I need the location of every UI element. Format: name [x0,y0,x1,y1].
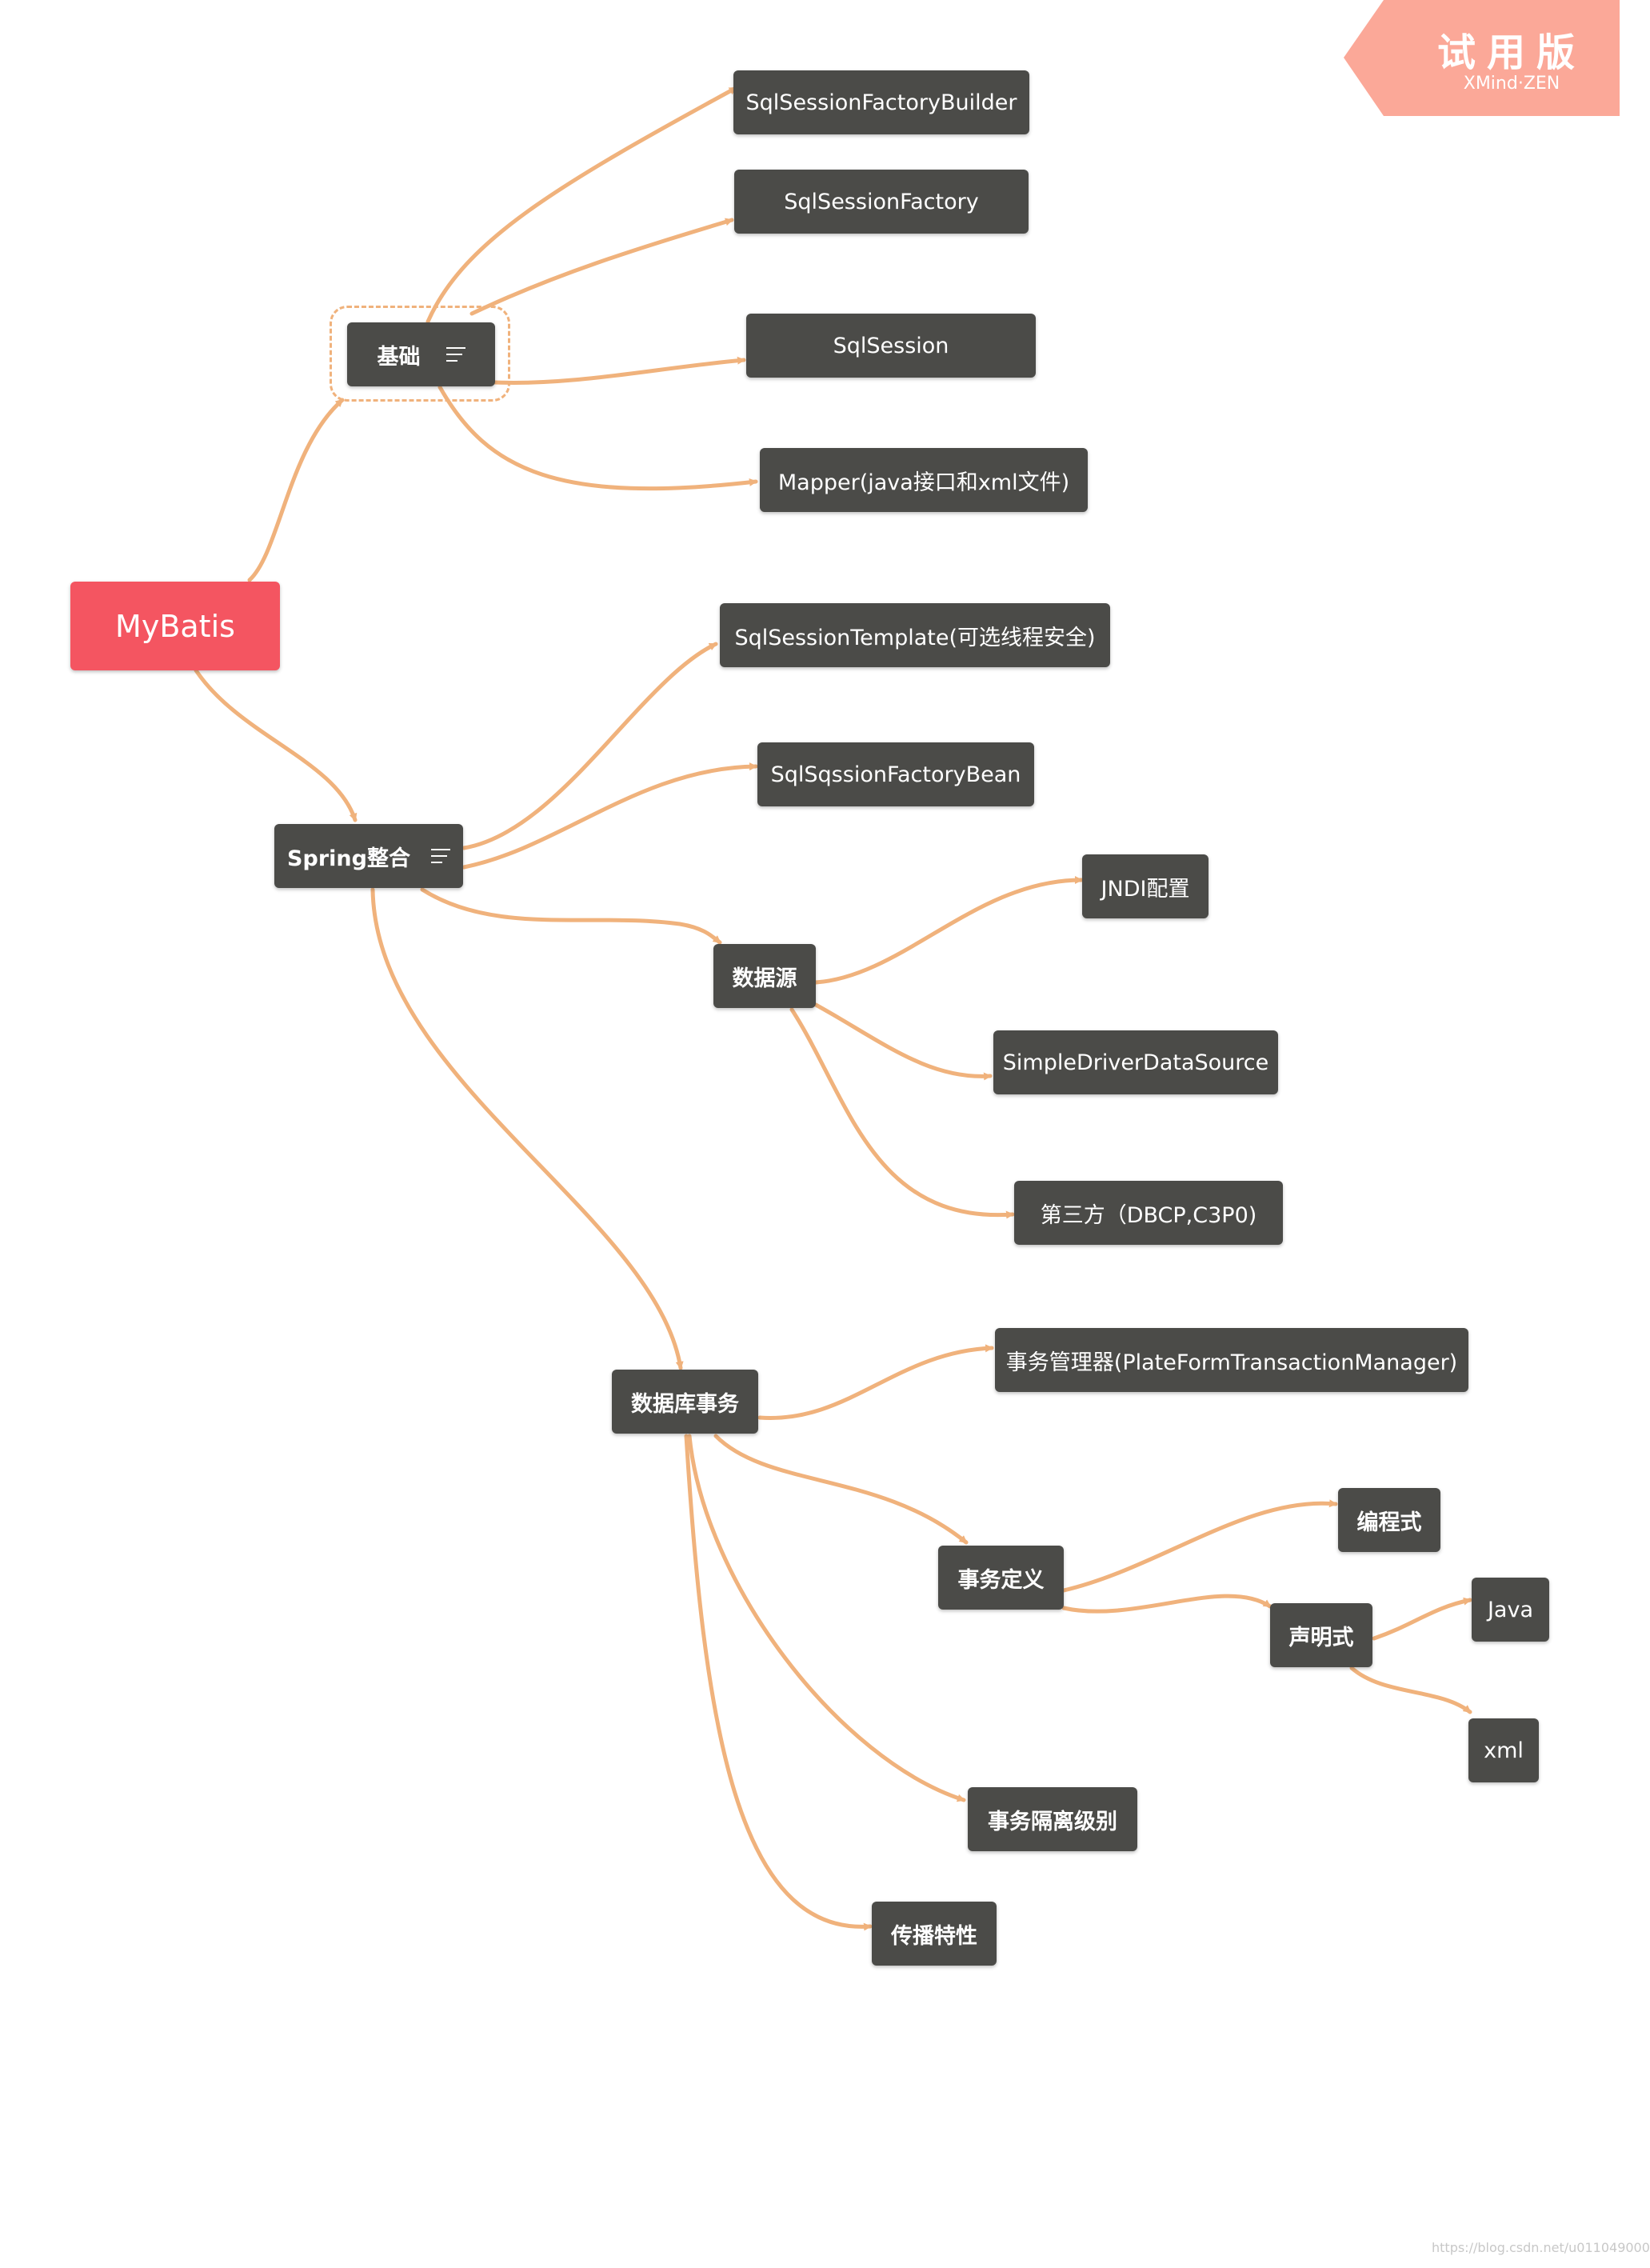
edge-tx-definition [713,1434,969,1545]
topic-label: 数据源 [732,966,797,991]
edge-def-declarative [1061,1594,1272,1614]
topic-label: 第三方（DBCP,C3P0) [1040,1202,1257,1228]
edge-ds-third [789,1007,1015,1219]
topic-sqlsqssionfactorybean[interactable]: SqlSqssionFactoryBean [757,742,1034,806]
topic-simpledriverdatasource[interactable]: SimpleDriverDataSource [993,1030,1278,1094]
topic-label: 事务隔离级别 [988,1809,1117,1834]
edge-spring-factorybean [461,762,758,870]
topic-sqlsessionfactorybuilder[interactable]: SqlSessionFactoryBuilder [733,70,1029,134]
note-icon[interactable] [430,849,450,863]
edge-tx-isolation [687,1434,966,1802]
root-label: MyBatis [115,608,235,644]
topic-isolation-level[interactable]: 事务隔离级别 [968,1787,1137,1851]
selection-outline [330,306,510,402]
edge-decl-xml [1349,1666,1472,1714]
root-topic[interactable]: MyBatis [70,582,280,670]
edge-mybatis-basics [247,398,345,582]
edge-spring-template [461,642,718,850]
edge-basics-session [492,356,746,385]
topic-spring-integration[interactable]: Spring整合 [274,824,463,888]
topic-label: SimpleDriverDataSource [1002,1050,1269,1075]
topic-mapper[interactable]: Mapper(java接口和xml文件) [760,448,1088,512]
topic-basics[interactable]: 基础 [347,322,495,386]
topic-sqlsessiontemplate[interactable]: SqlSessionTemplate(可选线程安全) [720,603,1110,667]
topic-label: SqlSqssionFactoryBean [770,762,1021,787]
topic-basics-label: 基础 [377,344,421,370]
trial-title: 试用版 [1436,30,1586,75]
topic-propagation[interactable]: 传播特性 [872,1902,997,1966]
topic-thirdparty[interactable]: 第三方（DBCP,C3P0) [1014,1181,1283,1245]
source-url: https://blog.csdn.net/u011049000 [1432,2240,1650,2255]
topic-datasource[interactable]: 数据源 [713,944,816,1008]
trial-subtitle: XMind·ZEN [1463,74,1560,94]
edge-decl-java [1372,1597,1472,1641]
edge-basics-factory [469,218,734,316]
topic-label: 编程式 [1356,1510,1422,1535]
topic-label: 传播特性 [891,1923,977,1949]
topic-spring-label: Spring整合 [287,846,410,871]
note-icon[interactable] [445,347,465,362]
trial-badge [1344,0,1620,116]
topic-label: Mapper(java接口和xml文件) [777,470,1070,495]
edge-mybatis-spring [194,668,358,822]
edge-basics-builder [425,86,738,324]
topic-transaction-definition[interactable]: 事务定义 [938,1546,1064,1610]
topic-label: 声明式 [1288,1625,1354,1650]
edge-tx-propagation [684,1434,873,1931]
topic-label: 数据库事务 [631,1391,739,1417]
topic-label: 事务定义 [957,1567,1045,1593]
edge-tx-manager [757,1344,994,1420]
edge-basics-mapper [437,385,758,491]
topic-java[interactable]: Java [1472,1578,1549,1642]
topic-label: SqlSession [833,333,949,358]
topic-label: SqlSessionFactoryBuilder [745,90,1017,115]
topic-jndi[interactable]: JNDI配置 [1082,854,1209,918]
topic-db-transaction[interactable]: 数据库事务 [612,1370,758,1434]
topic-label: SqlSessionTemplate(可选线程安全) [734,625,1096,650]
topic-label: JNDI配置 [1101,876,1190,902]
topic-xml[interactable]: xml [1468,1718,1539,1782]
topic-label: xml [1484,1738,1524,1763]
edge-ds-simple [813,1002,993,1081]
edge-spring-datasource [420,887,722,945]
topic-label: Java [1487,1597,1534,1622]
topic-label: 事务管理器(PlateFormTransactionManager) [1005,1350,1458,1375]
topic-programmatic[interactable]: 编程式 [1338,1488,1440,1552]
edge-def-programmatic [1061,1499,1338,1593]
edge-ds-jndi [813,876,1084,985]
topic-sqlsession[interactable]: SqlSession [746,314,1036,378]
topic-transaction-manager[interactable]: 事务管理器(PlateFormTransactionManager) [995,1328,1468,1392]
topic-label: SqlSessionFactory [784,189,979,214]
topic-sqlsessionfactory[interactable]: SqlSessionFactory [734,170,1029,234]
edge-spring-dbtransaction [370,887,684,1370]
topic-declarative[interactable]: 声明式 [1270,1603,1372,1667]
